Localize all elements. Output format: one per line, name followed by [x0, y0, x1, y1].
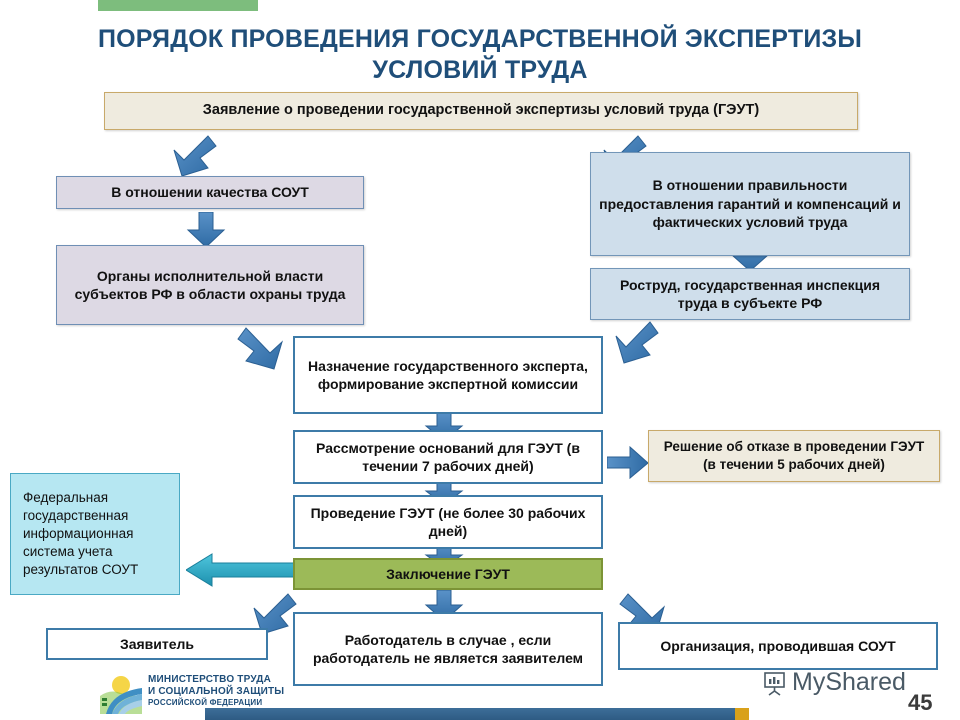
ministry-logo: МИНИСТЕРСТВО ТРУДА И СОЦИАЛЬНОЙ ЗАЩИТЫ Р…: [100, 672, 350, 716]
ministry-logo-text: МИНИСТЕРСТВО ТРУДА И СОЦИАЛЬНОЙ ЗАЩИТЫ Р…: [148, 674, 284, 708]
ministry-logo-line-3: РОССИЙСКОЙ ФЕДЕРАЦИИ: [148, 698, 263, 708]
box-applicant-label: Заявитель: [119, 635, 195, 652]
watermark-label: MyShared: [792, 668, 906, 696]
presentation-board-icon: [764, 671, 785, 696]
box-conclusion[interactable]: Заключение ГЭУТ: [293, 558, 603, 590]
arrow-conclusion-to-applicant: [242, 592, 298, 638]
bottom-gold-accent-bar: [735, 708, 749, 720]
ministry-emblem-icon: [100, 672, 142, 714]
arrow-quality-to-executive: [186, 212, 226, 248]
box-conclusion-label: Заключение ГЭУТ: [386, 565, 510, 582]
arrow-executive-to-expert: [236, 326, 294, 374]
box-grounds-review-label: Рассмотрение оснований для ГЭУТ (в течен…: [316, 439, 580, 474]
box-executive-bodies-label: Органы исполнительной власти субъектов Р…: [74, 267, 346, 302]
top-green-accent-bar: [98, 0, 258, 11]
box-rostrud[interactable]: Роструд, государственная инспекция труда…: [590, 268, 910, 320]
myshared-watermark: MyShared: [762, 668, 906, 697]
box-federal-system[interactable]: Федеральная государственная информационн…: [10, 473, 180, 595]
box-refusal-decision[interactable]: Решение об отказе в проведении ГЭУТ (в т…: [648, 430, 940, 482]
box-applicant[interactable]: Заявитель: [46, 628, 268, 660]
ministry-logo-line-2: И СОЦИАЛЬНОЙ ЗАЩИТЫ: [148, 686, 285, 698]
box-federal-system-label: Федеральная государственная информационн…: [23, 490, 139, 577]
page-title: ПОРЯДОК ПРОВЕДЕНИЯ ГОСУДАРСТВЕННОЙ ЭКСПЕ…: [40, 24, 920, 87]
arrow-conclusion-to-federal-system: [186, 552, 298, 588]
arrow-application-to-quality: [162, 134, 218, 180]
box-guarantees[interactable]: В отношении правильности предоставления …: [590, 152, 910, 256]
box-quality-sout[interactable]: В отношении качества СОУТ: [56, 176, 364, 209]
box-grounds-review[interactable]: Рассмотрение оснований для ГЭУТ (в течен…: [293, 430, 603, 484]
page-number: 45: [908, 690, 933, 715]
page-title-line-1: ПОРЯДОК ПРОВЕДЕНИЯ ГОСУДАРСТВЕННОЙ ЭКСПЕ…: [97, 25, 863, 53]
arrow-grounds-to-refusal: [607, 446, 649, 480]
box-expert-appointment[interactable]: Назначение государственного эксперта, фо…: [293, 336, 603, 414]
box-organization-label: Организация, проводившая СОУТ: [660, 637, 896, 654]
box-employer[interactable]: Работодатель в случае , если работодател…: [293, 612, 603, 686]
box-refusal-decision-label: Решение об отказе в проведении ГЭУТ (в т…: [663, 439, 925, 472]
bottom-blue-accent-bar: [205, 708, 735, 720]
box-rostrud-label: Роструд, государственная инспекция труда…: [619, 276, 881, 311]
box-conducting[interactable]: Проведение ГЭУТ (не более 30 рабочих дне…: [293, 495, 603, 549]
box-quality-sout-label: В отношении качества СОУТ: [111, 184, 309, 201]
page-title-line-2: УСЛОВИЙ ТРУДА: [372, 56, 588, 85]
box-guarantees-label: В отношении правильности предоставления …: [599, 177, 901, 231]
box-conducting-label: Проведение ГЭУТ (не более 30 рабочих дне…: [310, 504, 586, 539]
arrow-rostrud-to-expert: [604, 320, 660, 368]
box-application[interactable]: Заявление о проведении государственной э…: [104, 92, 858, 130]
ministry-logo-line-1: МИНИСТЕРСТВО ТРУДА: [148, 674, 272, 685]
box-executive-bodies[interactable]: Органы исполнительной власти субъектов Р…: [56, 245, 364, 325]
box-application-label: Заявление о проведении государственной э…: [202, 102, 760, 119]
box-employer-label: Работодатель в случае , если работодател…: [312, 631, 584, 666]
box-organization[interactable]: Организация, проводившая СОУТ: [618, 622, 938, 670]
box-expert-appointment-label: Назначение государственного эксперта, фо…: [308, 357, 588, 392]
